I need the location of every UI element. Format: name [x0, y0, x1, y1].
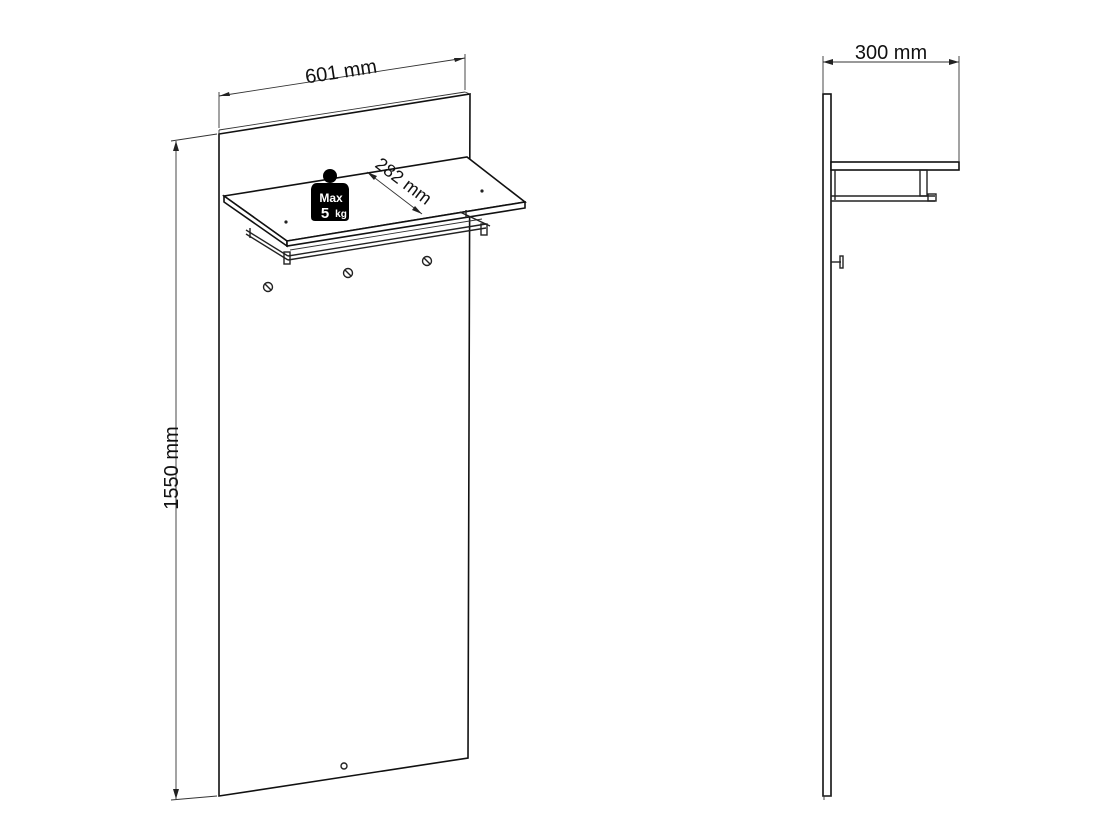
height-dimension: 1550 mm [161, 133, 218, 801]
badge-number-text: 5 [321, 205, 329, 222]
depth-dimension: 300 mm [822, 42, 960, 162]
back-panel [218, 93, 471, 797]
hanging-rail [245, 210, 491, 265]
badge-max-text: Max [319, 191, 343, 205]
hook-icon [421, 255, 433, 267]
depth-label: 300 mm [855, 42, 927, 64]
side-rail [831, 169, 937, 202]
side-panel [822, 93, 832, 797]
side-shelf [830, 161, 960, 171]
front-view: 601 mm 1550 mm 282 mm Max 5 kg [161, 54, 527, 801]
max-load-badge: Max 5 kg [311, 169, 349, 222]
badge-unit-text: kg [335, 209, 347, 220]
side-hook-icon [831, 255, 844, 269]
hook-icon [342, 267, 354, 279]
width-label: 601 mm [304, 56, 379, 89]
side-view: 300 mm [822, 42, 960, 800]
height-label: 1550 mm [161, 426, 183, 509]
mounting-hole [340, 762, 348, 770]
hook-icon [262, 281, 274, 293]
